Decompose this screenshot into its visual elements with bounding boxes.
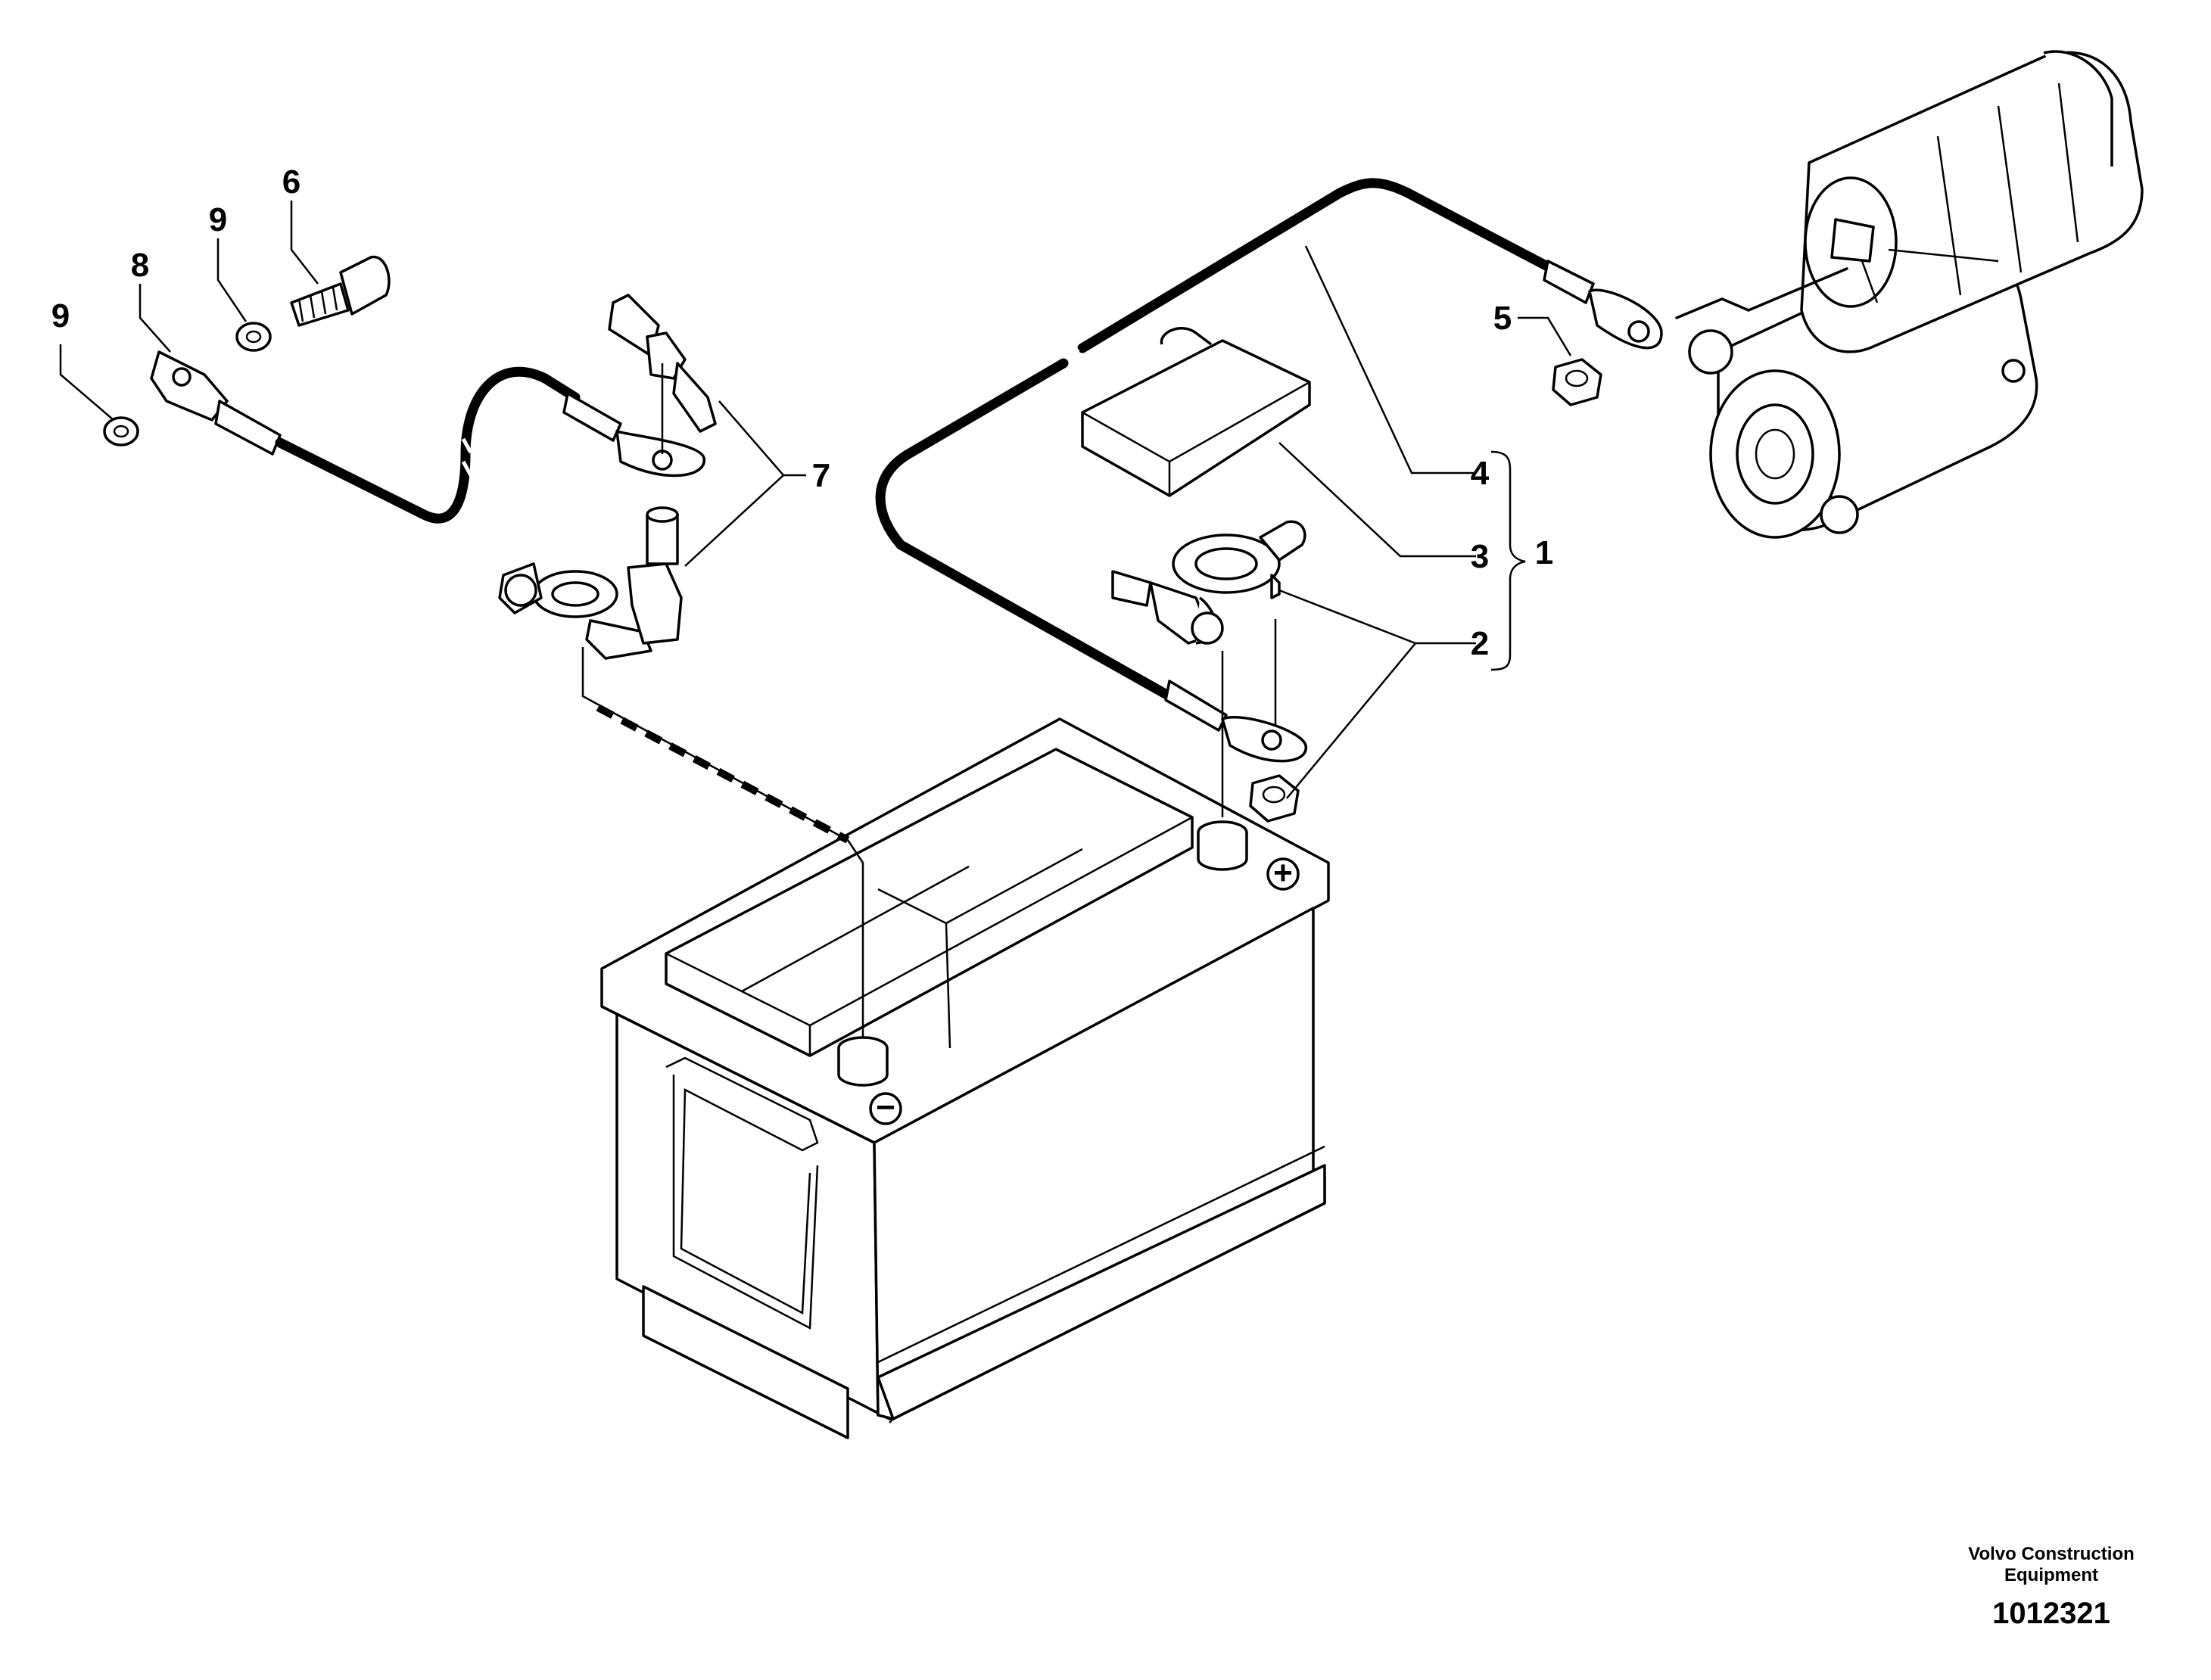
- terminal-nut: [1249, 774, 1300, 823]
- figure-number: 1012321: [1992, 1597, 2110, 1630]
- wing-nut: [608, 294, 717, 433]
- washer-upper: [235, 322, 272, 352]
- leader-lines: [59, 201, 1572, 1037]
- callout-7: 7: [812, 457, 830, 494]
- bolt: [290, 255, 391, 327]
- brand-line-1: Volvo Construction: [1968, 1544, 2135, 1564]
- starter-nut: [1552, 358, 1602, 406]
- positive-cable: [875, 178, 1663, 763]
- callout-8: 8: [131, 247, 149, 284]
- brand-caption: Volvo Construction Equipment: [1923, 1544, 2180, 1586]
- positive-clamp: [1111, 520, 1306, 645]
- battery: − +: [600, 717, 1330, 1439]
- negative-symbol: −: [876, 1089, 895, 1126]
- negative-clamp: [498, 506, 683, 660]
- washer-lower: [103, 416, 139, 446]
- brand-line-2: Equipment: [2004, 1565, 2098, 1585]
- terminal-cover: [1081, 327, 1311, 497]
- callout-2: 2: [1471, 625, 1489, 662]
- callout-9-upper: 9: [209, 201, 227, 238]
- callout-9-lower: 9: [51, 297, 70, 334]
- callout-6: 6: [282, 163, 301, 201]
- callout-1: 1: [1535, 534, 1553, 571]
- negative-cable: [150, 350, 705, 524]
- starter-motor: [1675, 50, 2144, 539]
- callout-5: 5: [1493, 300, 1512, 337]
- positive-symbol: +: [1273, 854, 1293, 891]
- callout-labels: 9 8 9 6 7 5 4 3 1 2: [51, 163, 1553, 662]
- callout-3: 3: [1471, 538, 1489, 575]
- callout-4: 4: [1471, 455, 1490, 492]
